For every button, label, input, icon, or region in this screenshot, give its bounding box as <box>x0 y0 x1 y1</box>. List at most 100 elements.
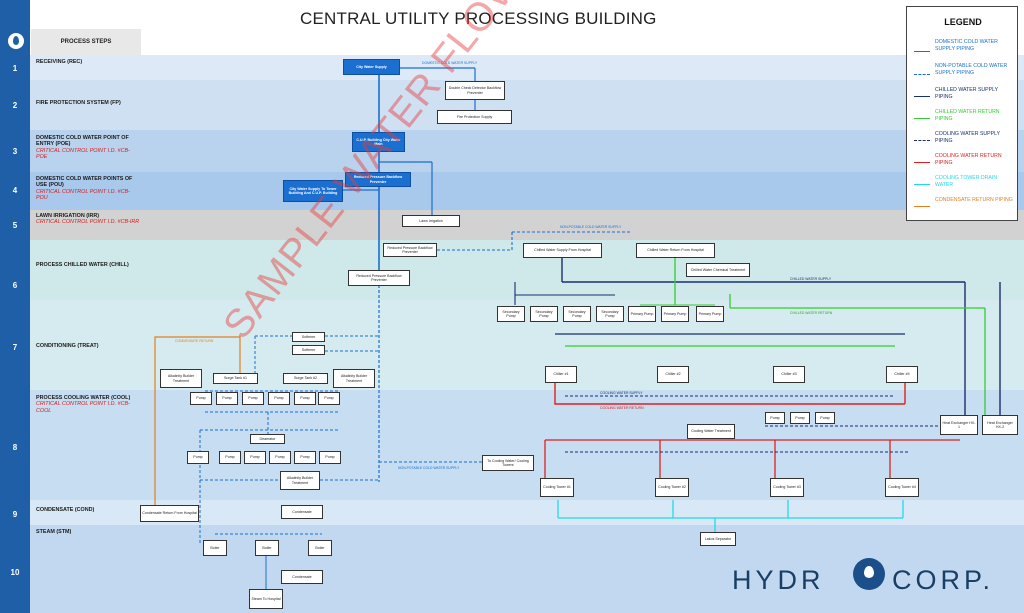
node-softener-1: Softener <box>292 332 325 342</box>
pipe-condensate-return <box>154 336 241 505</box>
step-steam: STEAM (STM) <box>36 529 72 535</box>
legend: LEGEND DOMESTIC COLD WATER SUPPLY PIPING… <box>906 6 1018 221</box>
node-double-check: Double Check Detector Backflow Preventer <box>445 81 505 100</box>
legend-swatch <box>914 206 930 207</box>
node-boiler-3: Boiler <box>308 540 332 556</box>
legend-label: CHILLED WATER RETURN PIPING <box>935 109 1000 122</box>
label-non-potable-2: NON-POTABLE COLD WATER SUPPLY <box>398 466 460 470</box>
step-receiving: RECEIVING (REC) <box>36 59 83 65</box>
page-title: CENTRAL UTILITY PROCESSING BUILDING <box>300 9 657 28</box>
node-surge-tank-1: Surge Tank #1 <box>213 373 258 384</box>
step-fire-protection: FIRE PROTECTION SYSTEM (FP) <box>36 100 121 106</box>
row-number: 1 <box>12 64 18 73</box>
row-band-8 <box>0 390 1024 500</box>
node-cooling-tower-1: Cooling Tower #1 <box>540 478 574 497</box>
step-chilled: PROCESS CHILLED WATER (CHILL) <box>36 262 129 268</box>
node-heat-exchanger-1: Heat Exchanger HX-1 <box>940 415 978 435</box>
node-primary-pump-3: Primary Pump <box>696 306 724 322</box>
row-band-3 <box>0 130 1024 172</box>
legend-title: LEGEND <box>944 17 982 27</box>
node-cooling-tower-3: Cooling Tower #3 <box>770 478 804 497</box>
row-band-4 <box>0 172 1024 210</box>
node-pump-8: Pump <box>219 451 241 464</box>
node-pump-12: Pump <box>319 451 341 464</box>
label-cooling-supply: COOLING WATER SUPPLY <box>600 391 643 395</box>
node-rp-backflow-3: Reduced Pressure Backflow Preventer <box>348 270 410 286</box>
node-chilled-treatment: Chilled Water Chemical Treatment <box>686 263 750 277</box>
node-cup-building: C.U.P. Building City Water Main <box>352 132 405 152</box>
row-number: 4 <box>12 186 18 195</box>
node-steam-to-hospital: Steam To Hospital <box>249 589 283 609</box>
node-surge-tank-2: Surge Tank #2 <box>283 373 328 384</box>
row-number: 3 <box>12 147 18 156</box>
brand-wordmark-left: HYDR <box>732 565 825 595</box>
node-alkalinity-builder-1: Alkalinity Builder Treatment <box>160 369 202 388</box>
node-city-water-supply: City Water Supply <box>343 59 400 75</box>
node-condensate-1: Condensate <box>281 505 323 519</box>
node-boiler-1: Boiler <box>203 540 227 556</box>
node-primary-pump-2: Primary Pump <box>661 306 689 322</box>
legend-label: COOLING WATER RETURN PIPING <box>935 153 1002 166</box>
row-number: 6 <box>12 281 18 290</box>
node-alkalinity-treatment: Alkalinity Builder Treatment <box>280 471 320 490</box>
node-chilled-return: Chilled Water Return From Hospital <box>636 243 715 258</box>
node-heat-exchanger-2: Heat Exchanger HX-2 <box>982 415 1018 435</box>
legend-swatch <box>914 162 930 163</box>
step-number-column <box>0 0 30 613</box>
node-cooling-pump-2: Pump <box>790 412 810 424</box>
row-band-1 <box>0 55 1024 80</box>
row-number: 8 <box>12 443 18 452</box>
legend-swatch <box>914 74 930 75</box>
legend-label: COOLING TOWER DRAIN WATER <box>935 175 998 188</box>
node-pump-9: Pump <box>244 451 266 464</box>
node-lakos-separator: Lakos Separator <box>700 532 736 546</box>
pipe-cooling-return <box>554 380 905 405</box>
node-secondary-pump-1: Secondary Pump <box>497 306 525 322</box>
legend-label: NON-POTABLE COLD WATER SUPPLY PIPING <box>935 63 1008 76</box>
node-lawn-irrigation: Lawn Irrigation <box>402 215 460 227</box>
node-chiller-4: Chiller #4 <box>886 366 918 383</box>
step-pou: DOMESTIC COLD WATER POINTS OF USE (POU)C… <box>36 176 133 202</box>
row-number: 9 <box>12 510 18 519</box>
step-cooling: PROCESS COOLING WATER (COOL)CRITICAL CON… <box>36 395 131 414</box>
node-softener-2: Softener <box>292 345 325 355</box>
node-condensate-return: Condensate Return From Hospital <box>140 505 199 522</box>
legend-label: CHILLED WATER SUPPLY PIPING <box>935 87 998 100</box>
node-rp-backflow-2: Reduced Pressure Backflow Preventer <box>383 243 437 257</box>
node-deaerator: Deaerator <box>250 434 285 444</box>
node-secondary-pump-4: Secondary Pump <box>596 306 624 322</box>
brand-wordmark-right: CORP. <box>892 565 995 595</box>
label-non-potable: NON-POTABLE COLD WATER SUPPLY <box>560 225 622 229</box>
node-chiller-1: Chiller #1 <box>545 366 577 383</box>
node-pump-6: Pump <box>318 392 340 405</box>
node-pump-3: Pump <box>242 392 264 405</box>
label-chilled-supply: CHILLED WATER SUPPLY <box>790 277 832 281</box>
label-domestic-supply: DOMESTIC COLD WATER SUPPLY <box>422 61 478 65</box>
step-poe: DOMESTIC COLD WATER POINT OF ENTRY (POE)… <box>36 135 130 161</box>
node-primary-pump-1: Primary Pump <box>628 306 656 322</box>
node-condensate-2: Condensate <box>281 570 323 584</box>
node-alkalinity-builder-2: Alkalinity Builder Treatment <box>333 369 375 388</box>
node-pump-2: Pump <box>216 392 238 405</box>
node-pump-7: Pump <box>187 451 209 464</box>
node-pump-4: Pump <box>268 392 290 405</box>
step-condensate: CONDENSATE (COND) <box>36 507 95 513</box>
label-condensate-return: CONDENSATE RETURN <box>175 339 214 343</box>
legend-swatch <box>914 184 930 185</box>
node-pump-10: Pump <box>269 451 291 464</box>
node-chilled-supply: Chilled Water Supply From Hospital <box>523 243 602 258</box>
node-cooling-treatment: Cooling Water Treatment <box>687 424 735 439</box>
legend-label: COOLING WATER SUPPLY PIPING <box>935 131 1000 144</box>
legend-label: DOMESTIC COLD WATER SUPPLY PIPING <box>935 39 998 52</box>
node-secondary-pump-3: Secondary Pump <box>563 306 591 322</box>
node-fire-protection: Fire Protection Supply <box>437 110 512 124</box>
legend-label: CONDENSATE RETURN PIPING <box>935 197 1013 203</box>
row-number: 2 <box>12 101 18 110</box>
water-drop-icon <box>8 33 24 49</box>
legend-swatch <box>914 96 930 97</box>
brand-drop-icon <box>853 558 885 590</box>
legend-swatch <box>914 140 930 141</box>
legend-swatch <box>914 118 930 119</box>
